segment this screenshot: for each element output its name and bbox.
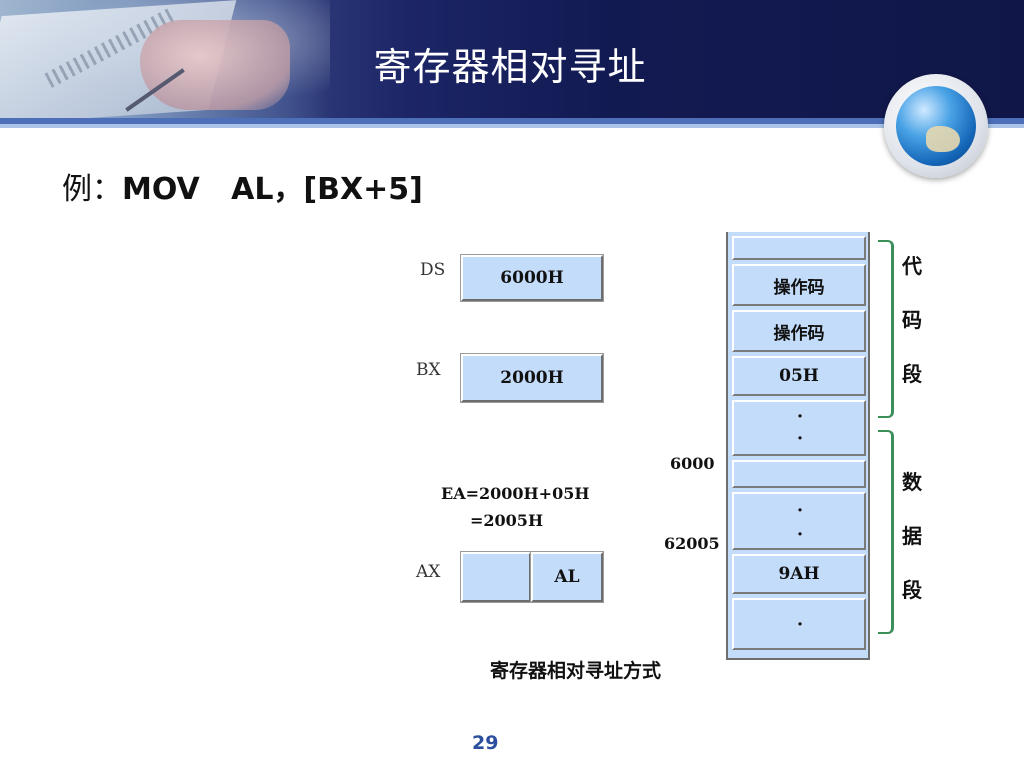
bx-register-box: 2000H (461, 354, 603, 402)
data-segment-label: 段 (902, 578, 922, 602)
ax-label: AX (416, 562, 441, 582)
ea-formula-line2: =2005H (470, 511, 544, 530)
memory-cell-opcode: 操作码 (732, 264, 866, 306)
memory-cell-gap-data (732, 492, 866, 550)
data-segment-label: 数 (902, 470, 922, 494)
code-segment-label: 代 (902, 254, 922, 278)
ax-high-box (461, 552, 531, 602)
address-label-segment-start: 6000 (670, 454, 715, 473)
ds-register-box: 6000H (461, 255, 603, 301)
example-code: MOV AL，[BX+5] (122, 172, 423, 207)
memory-cell (732, 236, 866, 260)
ea-formula-line1: EA=2000H+05H (441, 484, 590, 503)
memory-cell-segment-start (732, 460, 866, 488)
al-register-box: AL (531, 552, 603, 602)
ellipsis-dot: · (796, 428, 804, 449)
header-photo-writing-hand (0, 0, 330, 118)
data-segment-label: 据 (902, 524, 922, 548)
ellipsis-dot: · (796, 524, 804, 545)
ellipsis-dot: · (796, 406, 804, 427)
memory-cell-displacement: 05H (732, 356, 866, 396)
address-label-target: 62005 (664, 534, 720, 553)
page-number: 29 (472, 732, 499, 754)
slide-title: 寄存器相对寻址 (373, 45, 647, 89)
code-segment-label: 段 (902, 362, 922, 386)
hand-image (140, 20, 290, 110)
globe-icon (896, 86, 976, 166)
example-instruction: 例：MOV AL，[BX+5] (62, 164, 423, 208)
ellipsis-dot: · (796, 614, 804, 635)
memory-cell-opcode: 操作码 (732, 310, 866, 352)
globe-continent (926, 126, 960, 152)
data-segment-brace (878, 430, 894, 634)
ellipsis-dot: · (796, 500, 804, 521)
header-banner: 寄存器相对寻址 (0, 0, 1024, 118)
bx-label: BX (416, 360, 441, 380)
memory-cell-target: 9AH (732, 554, 866, 594)
header-rule-blue (0, 118, 1024, 124)
ds-label: DS (420, 260, 446, 280)
memory-column: 操作码 操作码 05H · · · · 9AH · (726, 232, 870, 660)
memory-cell-gap-code (732, 400, 866, 456)
code-segment-label: 码 (902, 308, 922, 332)
diagram-caption: 寄存器相对寻址方式 (490, 660, 662, 682)
memory-cell-bottom (732, 598, 866, 650)
example-prefix: 例： (62, 172, 122, 207)
code-segment-brace (878, 240, 894, 418)
header-rule-light (0, 124, 1024, 128)
